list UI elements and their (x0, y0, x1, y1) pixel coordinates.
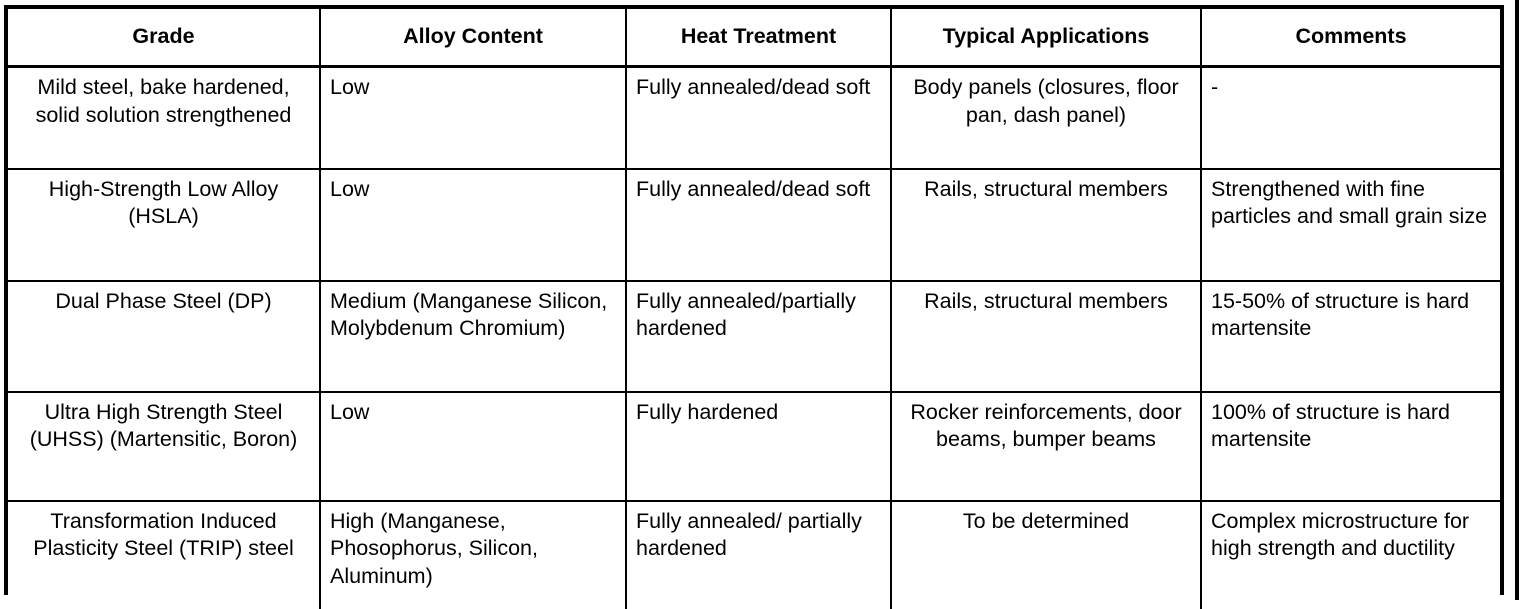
cell-heat: Fully annealed/ partially hardened (626, 500, 892, 609)
cell-comments: 15-50% of structure is hard martensite (1201, 280, 1500, 393)
column-header-alloy-content: Alloy Content (320, 9, 627, 68)
cell-alloy: Low (320, 66, 627, 170)
cell-grade: Ultra High Strength Steel (UHSS) (Marten… (8, 391, 321, 502)
cell-apps: Rocker reinforcements, door beams, bumpe… (891, 391, 1202, 502)
column-header-heat-treatment: Heat Treatment (626, 9, 892, 68)
cell-heat: Fully annealed/partially hardened (626, 280, 892, 393)
column-header-typical-applications: Typical Applications (891, 9, 1202, 68)
cell-grade: Transformation Induced Plasticity Steel … (8, 500, 321, 609)
table-header: Grade Alloy Content Heat Treatment Typic… (8, 9, 1500, 68)
table-row: Mild steel, bake hardened, solid solutio… (8, 66, 1500, 170)
cell-heat: Fully annealed/dead soft (626, 168, 892, 282)
cell-heat: Fully hardened (626, 391, 892, 502)
cell-comments: 100% of structure is hard martensite (1201, 391, 1500, 502)
steel-grades-table: Grade Alloy Content Heat Treatment Typic… (8, 9, 1500, 609)
table-row: Dual Phase Steel (DP) Medium (Manganese … (8, 280, 1500, 393)
page-edge-rule (1515, 0, 1519, 600)
column-header-grade: Grade (8, 9, 321, 68)
cell-grade: High-Strength Low Alloy (HSLA) (8, 168, 321, 282)
table-header-row: Grade Alloy Content Heat Treatment Typic… (8, 9, 1500, 68)
cell-apps: To be determined (891, 500, 1202, 609)
cell-apps: Body panels (closures, floor pan, dash p… (891, 66, 1202, 170)
table-row: Transformation Induced Plasticity Steel … (8, 500, 1500, 609)
cell-grade: Mild steel, bake hardened, solid solutio… (8, 66, 321, 170)
cell-apps: Rails, structural members (891, 280, 1202, 393)
cell-alloy: High (Manganese, Phosophorus, Silicon, A… (320, 500, 627, 609)
cell-grade: Dual Phase Steel (DP) (8, 280, 321, 393)
cell-comments: Complex microstructure for high strength… (1211, 508, 1470, 561)
cell-alloy: Medium (Manganese Silicon, Molybdenum Ch… (320, 280, 627, 393)
steel-grades-table-container: Grade Alloy Content Heat Treatment Typic… (4, 5, 1504, 609)
table-row: High-Strength Low Alloy (HSLA) Low Fully… (8, 168, 1500, 282)
column-header-comments: Comments (1201, 9, 1500, 68)
cell-comments: - (1201, 66, 1500, 170)
cell-heat: Fully annealed/dead soft (626, 66, 892, 170)
cell-comments: Strengthened with fine particles and sma… (1201, 168, 1500, 282)
cell-apps: Rails, structural members (891, 168, 1202, 282)
cell-alloy: Low (320, 391, 627, 502)
cell-alloy: Low (320, 168, 627, 282)
table-row: Ultra High Strength Steel (UHSS) (Marten… (8, 391, 1500, 502)
table-body: Mild steel, bake hardened, solid solutio… (8, 66, 1500, 609)
